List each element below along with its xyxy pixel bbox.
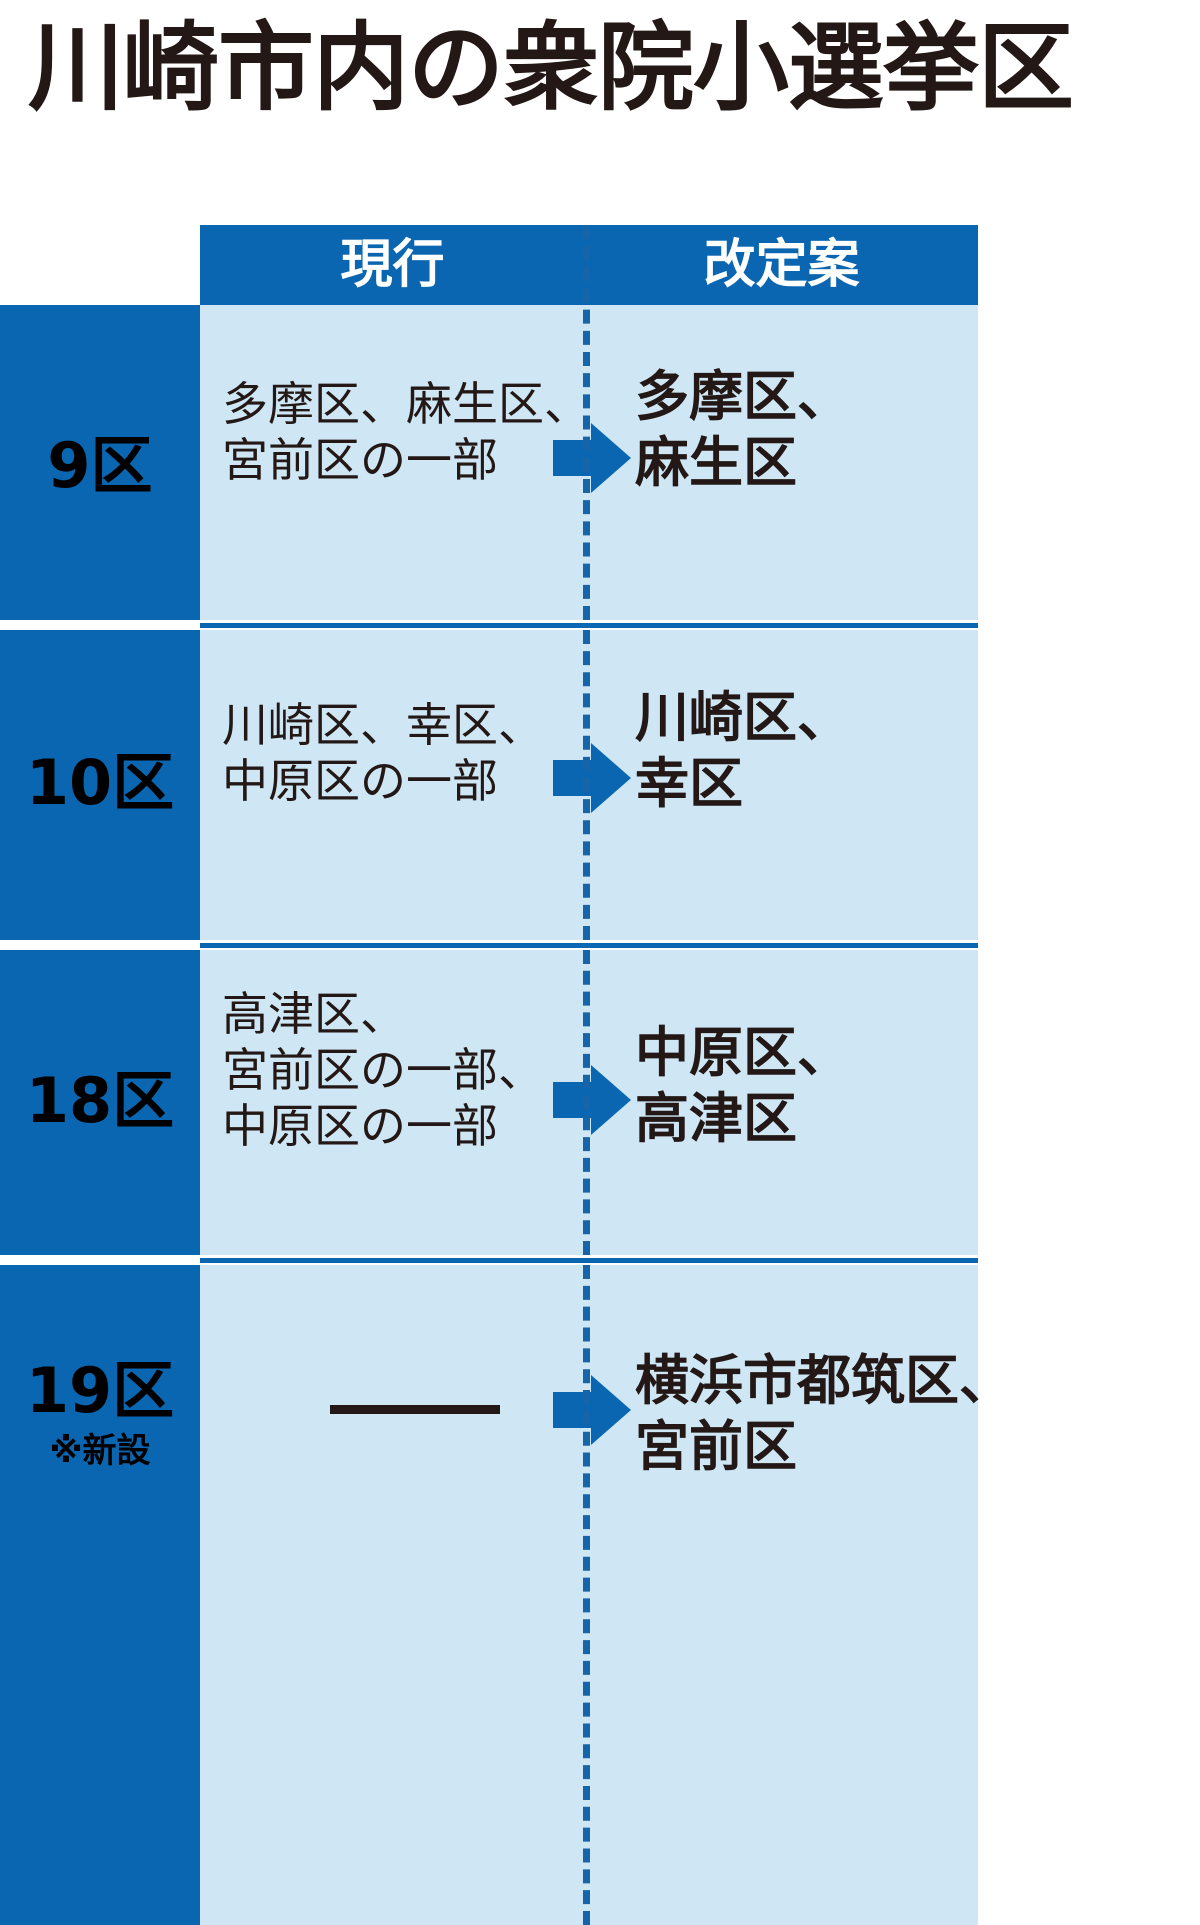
text-line: 中原区の一部 xyxy=(222,754,498,809)
district-note: ※新設 xyxy=(49,1431,151,1471)
text-line: 麻生区 xyxy=(635,430,797,494)
districts-table: 現行 改定案 9区 多摩区、麻生区、 宮前区の一部 多摩区、 麻生区 10区 川… xyxy=(0,180,1013,1925)
text-line: 中原区、 xyxy=(635,1021,851,1084)
district-number: 18区 xyxy=(25,1064,175,1137)
arrow-head xyxy=(591,1065,631,1135)
district-cell xyxy=(0,1265,200,1925)
district-label-group: 9区 xyxy=(0,435,200,497)
row-separator-line xyxy=(200,943,978,948)
text-line: 中原区の一部 xyxy=(222,1099,498,1154)
revised-districts-text: 中原区、 高津区 xyxy=(585,1020,978,1152)
current-districts-text: 多摩区、麻生区、 宮前区の一部 xyxy=(200,376,590,488)
district-label-group: 19区 ※新設 xyxy=(0,1354,200,1471)
right-arrow-icon xyxy=(553,743,631,813)
text-line: 多摩区、 xyxy=(635,365,851,428)
text-line: 宮前区の一部、 xyxy=(222,1043,544,1098)
district-cell xyxy=(0,950,200,1255)
text-line: 宮前区の一部 xyxy=(222,433,498,488)
district-number: 19区 xyxy=(25,1354,175,1427)
column-divider xyxy=(583,1265,590,1925)
revised-districts-text: 川崎区、 幸区 xyxy=(585,685,978,817)
text-line: 川崎区、 xyxy=(635,686,851,749)
right-arrow-icon xyxy=(553,1065,631,1135)
right-arrow-icon xyxy=(553,423,631,493)
district-label-group: 18区 xyxy=(0,1070,200,1132)
row-separator-line xyxy=(200,1258,978,1263)
column-divider xyxy=(583,630,590,940)
text-line: 高津区、 xyxy=(222,987,406,1041)
text-line: 横浜市都筑区、 xyxy=(635,1349,1013,1412)
revised-districts-text: 多摩区、 麻生区 xyxy=(585,364,978,496)
district-number: 10区 xyxy=(25,746,175,819)
district-cell xyxy=(0,630,200,940)
column-divider xyxy=(583,950,590,1255)
arrow-head xyxy=(591,423,631,493)
column-divider xyxy=(583,225,590,620)
right-arrow-icon xyxy=(553,1375,631,1445)
text-line: 多摩区、麻生区、 xyxy=(222,377,590,431)
arrow-head xyxy=(591,743,631,813)
empty-value-dash xyxy=(330,1405,500,1414)
text-line: 宮前区 xyxy=(635,1414,797,1478)
text-line: 川崎区、幸区、 xyxy=(222,698,544,752)
district-cell xyxy=(0,305,200,620)
current-districts-text: 川崎区、幸区、 中原区の一部 xyxy=(200,697,585,809)
district-label-group: 10区 xyxy=(0,752,200,814)
text-line: 幸区 xyxy=(635,751,743,815)
text-line: 高津区 xyxy=(635,1086,797,1150)
current-districts-text: 高津区、 宮前区の一部、 中原区の一部 xyxy=(200,986,585,1154)
column-header-revised: 改定案 xyxy=(703,235,860,295)
revised-districts-text: 横浜市都筑区、 宮前区 xyxy=(585,1348,1013,1480)
row-separator-line xyxy=(200,623,978,628)
arrow-head xyxy=(591,1375,631,1445)
page-title: 川崎市内の衆院小選挙区 xyxy=(28,12,1074,124)
column-header-current: 現行 xyxy=(340,235,445,295)
district-number: 9区 xyxy=(47,429,153,502)
